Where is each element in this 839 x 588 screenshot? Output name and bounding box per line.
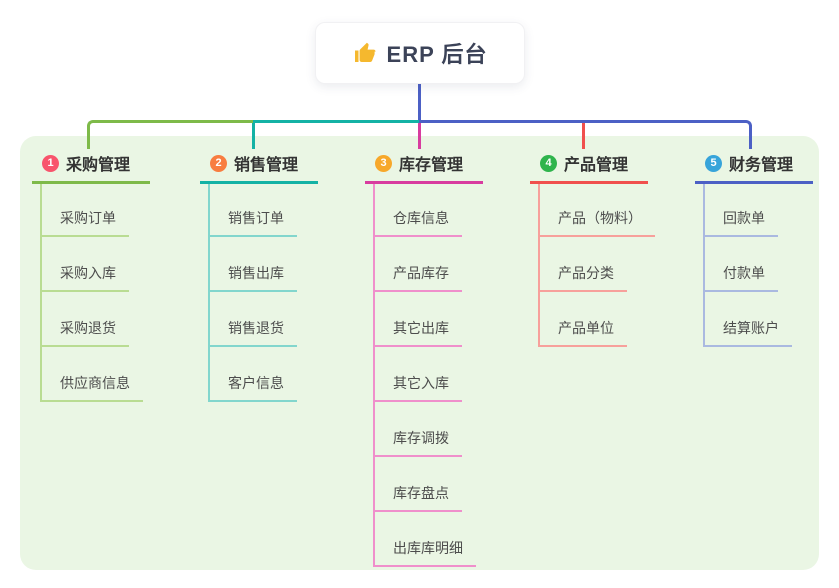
node-item[interactable]: 销售出库 [210,263,297,292]
branch-number-badge: 5 [705,154,722,172]
root-node-label: ERP 后台 [386,42,488,67]
branches-panel [20,136,819,570]
root-node[interactable]: ERP 后台 [315,22,525,84]
branch-number-badge: 1 [42,154,59,172]
node-item[interactable]: 销售订单 [210,208,297,237]
branch-purchase: 1 采购管理 采购订单 采购入库 采购退货 供应商信息 [32,150,150,402]
root-connector-line [417,84,421,123]
branch-title-label: 产品管理 [564,157,629,174]
bus-connector-branch5 [419,119,752,149]
branch-title-label: 采购管理 [66,157,131,174]
branch-children: 仓库信息 产品库存 其它出库 其它入库 库存调拨 库存盘点 出库库明细 [373,184,483,567]
branch-number-badge: 3 [375,154,392,172]
node-item[interactable]: 采购退货 [42,318,129,347]
node-item[interactable]: 其它入库 [375,373,462,402]
drop-line-branch4 [581,122,585,149]
node-item[interactable]: 产品库存 [375,263,462,292]
branch-finance: 5 财务管理 回款单 付款单 结算账户 [695,150,813,347]
branch-number-badge: 2 [210,154,227,172]
node-item[interactable]: 库存调拨 [375,428,462,457]
node-item[interactable]: 其它出库 [375,318,462,347]
branch-title-product[interactable]: 4 产品管理 [530,150,648,184]
branch-title-label: 库存管理 [399,157,464,174]
branch-title-purchase[interactable]: 1 采购管理 [32,150,150,184]
bus-connector-branch1 [86,119,255,149]
node-item[interactable]: 回款单 [705,208,778,237]
branch-children: 产品（物料） 产品分类 产品单位 [538,184,655,347]
branch-children: 采购订单 采购入库 采购退货 供应商信息 [40,184,150,402]
node-item[interactable]: 采购入库 [42,263,129,292]
branch-title-inventory[interactable]: 3 库存管理 [365,150,483,184]
drop-line-branch3 [417,122,421,149]
branch-title-finance[interactable]: 5 财务管理 [695,150,813,184]
node-item[interactable]: 产品分类 [540,263,627,292]
node-item[interactable]: 仓库信息 [375,208,462,237]
node-item[interactable]: 结算账户 [705,318,792,347]
branch-title-label: 销售管理 [234,157,299,174]
branch-number-badge: 4 [540,154,557,172]
node-item[interactable]: 库存盘点 [375,483,462,512]
node-item[interactable]: 付款单 [705,263,778,292]
node-item[interactable]: 采购订单 [42,208,129,237]
branch-sales: 2 销售管理 销售订单 销售出库 销售退货 客户信息 [200,150,318,402]
node-item[interactable]: 供应商信息 [42,373,143,402]
node-item[interactable]: 出库库明细 [375,538,476,567]
branch-title-sales[interactable]: 2 销售管理 [200,150,318,184]
node-item[interactable]: 产品单位 [540,318,627,347]
thumbs-up-icon [353,41,377,65]
branch-product: 4 产品管理 产品（物料） 产品分类 产品单位 [530,150,655,347]
bus-connector-branch2 [253,119,419,123]
node-item[interactable]: 产品（物料） [540,208,655,237]
drop-line-branch2 [251,122,255,149]
branch-inventory: 3 库存管理 仓库信息 产品库存 其它出库 其它入库 库存调拨 库存盘点 出库库… [365,150,483,567]
branch-children: 回款单 付款单 结算账户 [703,184,813,347]
node-item[interactable]: 销售退货 [210,318,297,347]
branch-title-label: 财务管理 [729,157,794,174]
node-item[interactable]: 客户信息 [210,373,297,402]
branch-children: 销售订单 销售出库 销售退货 客户信息 [208,184,318,402]
